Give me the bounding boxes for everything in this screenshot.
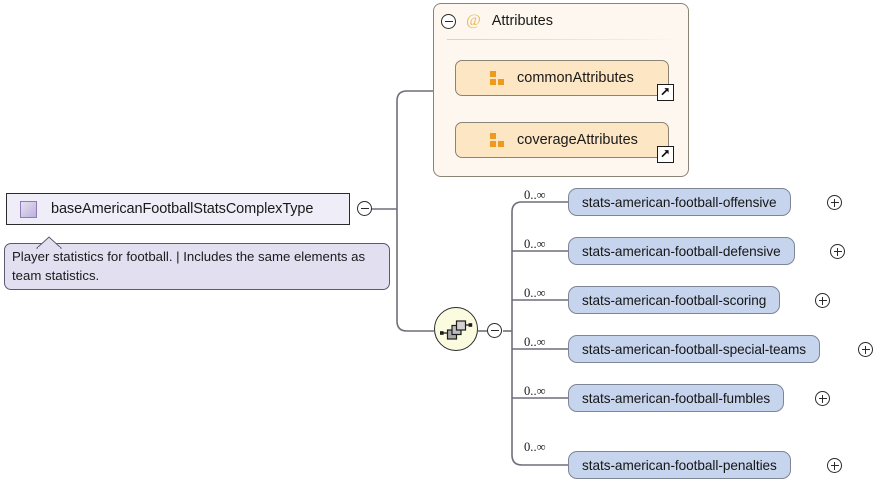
attributes-divider [447,39,677,40]
attributes-header: @ Attributes [434,4,688,38]
sequence-compositor-icon [440,320,473,340]
occurrence-indicator: 0..∞ [524,237,546,251]
element-label: stats-american-football-fumbles [582,390,771,406]
element-node[interactable]: stats-american-football-offensive [568,188,791,216]
attributes-panel: @ Attributes commonAttributes coverageAt [433,3,689,177]
attributes-collapse-toggle[interactable] [441,13,456,29]
element-node[interactable]: stats-american-football-scoring [568,286,781,314]
complextype-node[interactable]: baseAmericanFootballStatsComplexType [6,193,350,225]
element-expand-toggle[interactable] [815,391,830,406]
documentation-tail [36,236,62,249]
at-sign-icon: @ [466,12,481,29]
complextype-collapse-toggle[interactable] [357,201,372,216]
external-link-icon[interactable] [657,146,674,163]
element-label: stats-american-football-penalties [582,457,777,473]
element-expand-toggle[interactable] [815,293,830,308]
element-expand-toggle[interactable] [830,244,845,259]
attributes-title: Attributes [491,13,553,29]
attribute-group-label: commonAttributes [517,70,634,86]
element-label: stats-american-football-offensive [582,194,777,210]
attribute-group-coverage[interactable]: coverageAttributes [455,122,674,163]
element-label: stats-american-football-defensive [582,243,781,259]
complextype-icon [20,200,37,218]
attribute-group-icon [490,133,505,147]
element-node[interactable]: stats-american-football-fumbles [568,384,785,412]
occurrence-indicator: 0..∞ [524,286,546,300]
element-expand-toggle[interactable] [827,458,842,473]
element-node[interactable]: stats-american-football-defensive [568,237,795,265]
attribute-group-common[interactable]: commonAttributes [455,60,674,101]
documentation-bubble: Player statistics for football. | Includ… [4,243,390,290]
sequence-collapse-toggle[interactable] [487,323,502,338]
occurrence-indicator: 0..∞ [524,384,546,398]
element-node[interactable]: stats-american-football-special-teams [568,335,821,363]
element-label: stats-american-football-special-teams [582,341,807,357]
element-node[interactable]: stats-american-football-penalties [568,451,791,479]
element-expand-toggle[interactable] [858,342,873,357]
attribute-group-icon [490,71,505,85]
documentation-text: Player statistics for football. | Includ… [12,249,366,283]
sequence-compositor[interactable] [434,307,478,351]
complextype-name: baseAmericanFootballStatsComplexType [51,201,314,217]
element-expand-toggle[interactable] [827,195,842,210]
external-link-icon[interactable] [657,84,674,101]
occurrence-indicator: 0..∞ [524,335,546,349]
attribute-group-label: coverageAttributes [517,132,638,148]
element-label: stats-american-football-scoring [582,292,767,308]
attributes-toggle-wrap [441,13,456,29]
occurrence-indicator: 0..∞ [524,188,546,202]
occurrence-indicator: 0..∞ [524,440,546,454]
